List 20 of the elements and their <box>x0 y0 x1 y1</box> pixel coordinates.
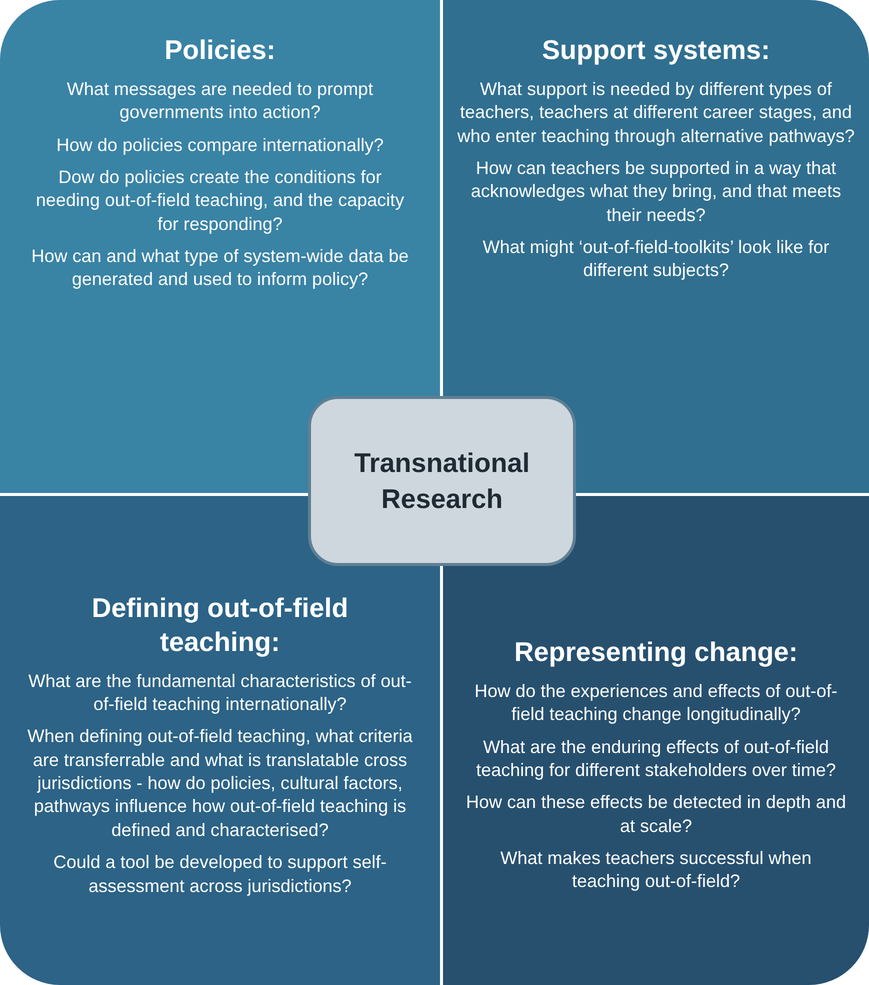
question-text: Could a tool be developed to support self-assessment across jurisdictions? <box>52 851 388 898</box>
question-text: What are the fundamental characteristics of out-of-field teaching internationally? <box>27 670 413 716</box>
question-text: When defining out-of-field teaching, what criteria are transferrable and what is translatable cross jurisdictions - how do policies, cultural factors, pathways influence how out-of-field teaching is defined and characterised? <box>26 725 414 842</box>
question-text: How can and what type of system-wide data be generated and used to inform policy? <box>30 245 410 292</box>
center-label: Transnational Research <box>353 446 531 516</box>
question-text: How can teachers be supported in a way that acknowledges what they bring, and that meets their needs? <box>470 156 842 227</box>
question-text: What might ‘out-of-field-toolkits’ look like for different subjects? <box>482 236 830 282</box>
question-text: How can these effects be detected in depth and at scale? <box>466 791 846 838</box>
center-box <box>308 396 576 566</box>
question-text: Dow do policies create the conditions for needing out-of-field teaching, and the capacity for responding? <box>34 166 406 236</box>
panel-heading: Policies: <box>163 34 277 67</box>
question-text: What support is needed by different types of teachers, teachers at different career stages, and who enter teaching through alternative pathways? <box>456 78 856 148</box>
question-text: What messages are needed to prompt governments into action? <box>66 78 374 124</box>
panel-heading: Representing change: <box>513 636 799 669</box>
question-text: What are the enduring effects of out-of-field teaching for different stakeholders over time? <box>475 736 837 782</box>
panel-heading: Defining out-of-field teaching: <box>90 592 350 659</box>
question-text: How do the experiences and effects of out-of-field teaching change longitudinally? <box>474 680 838 726</box>
panel-heading: Support systems: <box>540 34 772 67</box>
question-text: How do policies compare internationally? <box>55 134 385 157</box>
question-text: What makes teachers successful when teaching out-of-field? <box>499 847 813 894</box>
